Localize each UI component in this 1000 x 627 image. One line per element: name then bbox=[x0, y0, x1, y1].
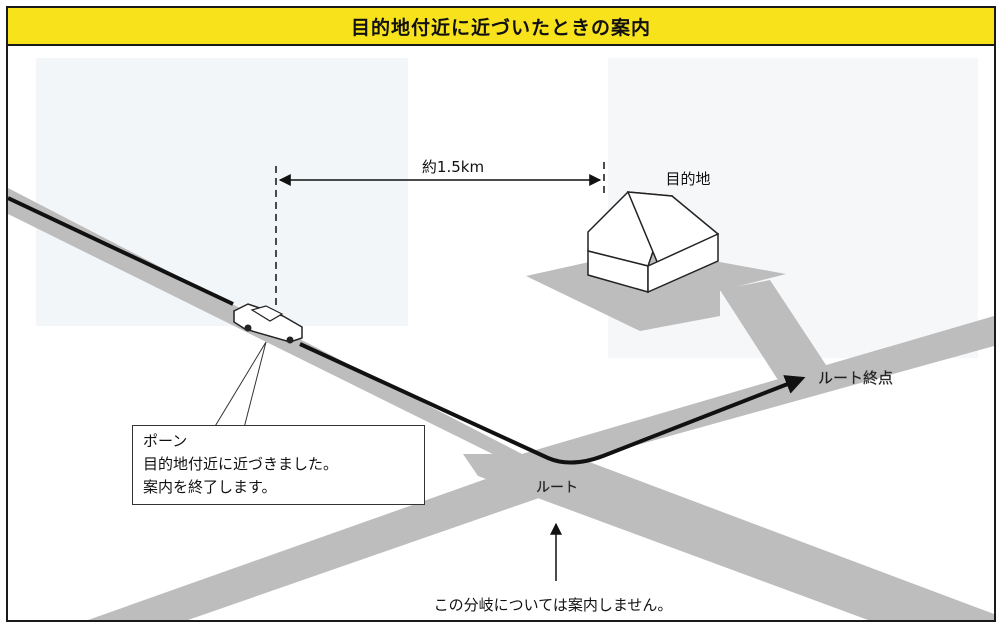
destination-building-icon bbox=[587, 191, 720, 294]
background-panel bbox=[36, 58, 408, 326]
announcement-callout: ポーン 目的地付近に近づきました。 案内を終了します。 bbox=[132, 425, 425, 505]
route-line bbox=[8, 196, 234, 306]
side-road bbox=[720, 280, 828, 380]
distance-label: 約1.5km bbox=[422, 158, 484, 176]
car-icon bbox=[233, 303, 303, 344]
callout-tail bbox=[213, 341, 267, 429]
diagram-frame: 目的地付近に近づいたときの案内 bbox=[6, 6, 996, 622]
branch-note: この分岐については案内しません。 bbox=[434, 596, 673, 614]
route-end-label: ルート終点 bbox=[818, 369, 893, 387]
callout-line-approaching: 目的地付近に近づきました。 bbox=[143, 455, 339, 473]
title-bar: 目的地付近に近づいたときの案内 bbox=[8, 8, 994, 46]
branch-note-bg bbox=[388, 592, 718, 616]
cross-road bbox=[88, 464, 608, 620]
main-road bbox=[8, 188, 994, 474]
navigation-scene: 約1.5km 目的地 ルート終点 ルート この分岐については案内しません。 bbox=[8, 58, 994, 620]
cross-road bbox=[463, 454, 994, 620]
route-line bbox=[299, 342, 806, 465]
callout-line-chime: ポーン bbox=[143, 432, 188, 450]
destination-label: 目的地 bbox=[665, 170, 710, 188]
diagram-title: 目的地付近に近づいたときの案内 bbox=[350, 16, 651, 39]
route-label: ルート bbox=[536, 480, 578, 496]
callout-line-end-guidance: 案内を終了します。 bbox=[143, 478, 277, 496]
